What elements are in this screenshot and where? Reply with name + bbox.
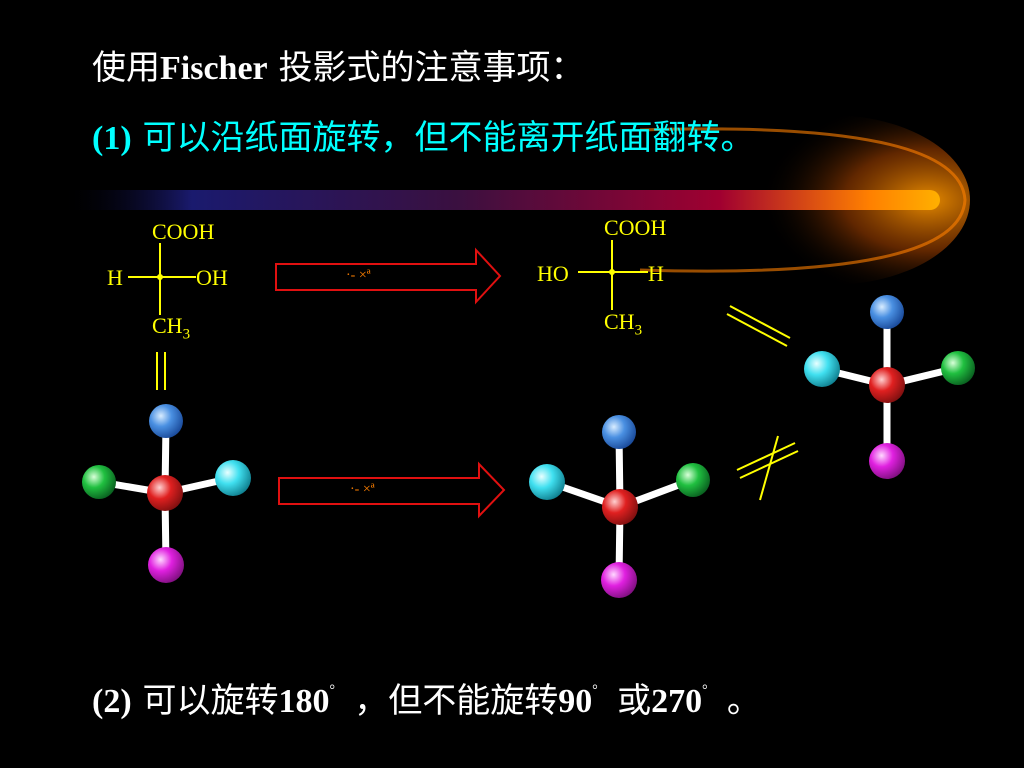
fischer-left-bottom-sub: 3 bbox=[182, 326, 191, 343]
fischer-left-center bbox=[157, 274, 163, 280]
atom-magenta bbox=[869, 443, 905, 479]
atom-blue bbox=[149, 404, 183, 438]
arrow-top-label: ·- ×ª bbox=[346, 268, 371, 283]
fischer-left-bottom-base: CH bbox=[152, 313, 183, 338]
arrow-bottom bbox=[278, 461, 506, 519]
title-suffix: 投影式的注意事项： bbox=[267, 48, 585, 88]
fischer-right-right: H bbox=[648, 261, 664, 286]
rule-2: (2) 可以旋转180。 ，但不能旋转90。 或270。 。 bbox=[92, 673, 761, 722]
not-equal-diagonal bbox=[736, 435, 799, 501]
fischer-right-left: HO bbox=[537, 261, 569, 286]
fischer-left-right: OH bbox=[196, 265, 228, 290]
title-fischer: Fischer bbox=[160, 50, 268, 87]
rule-2-text-c: 或 bbox=[606, 681, 652, 721]
comet-band bbox=[60, 190, 940, 210]
fischer-right-bottom: CH3 bbox=[604, 309, 642, 339]
atom-green bbox=[676, 463, 710, 497]
atom-green bbox=[941, 351, 975, 385]
fischer-right-top: COOH bbox=[604, 215, 667, 240]
atom-red-center bbox=[602, 489, 638, 525]
arrow-top bbox=[275, 247, 502, 305]
comet-ring bbox=[639, 127, 967, 273]
atom-red-center bbox=[869, 367, 905, 403]
atom-green bbox=[82, 465, 116, 499]
molecule-model-1 bbox=[82, 404, 251, 583]
fischer-right-bottom-sub: 3 bbox=[634, 322, 643, 339]
rule-2-text-a: 可以旋转 bbox=[131, 681, 279, 721]
atom-cyan bbox=[529, 464, 565, 500]
fischer-right-cross bbox=[578, 240, 648, 310]
rule-1-text: 可以沿纸面旋转，但不能离开纸面翻转。 bbox=[131, 118, 755, 158]
atom-cyan bbox=[804, 351, 840, 387]
fischer-right-bottom-base: CH bbox=[604, 309, 635, 334]
molecule-model-2 bbox=[529, 415, 710, 598]
rule-1-number: (1) bbox=[92, 120, 132, 157]
molecule-model-3 bbox=[804, 295, 975, 479]
rule-2-text-b: ，但不能旋转 bbox=[343, 681, 559, 721]
fischer-left-bottom: CH3 bbox=[152, 313, 190, 343]
rule-2-text-d: 。 bbox=[716, 681, 761, 721]
atom-red-center bbox=[147, 475, 183, 511]
fischer-left-top: COOH bbox=[152, 219, 215, 244]
equals-diagonal bbox=[726, 305, 791, 347]
equals-vertical bbox=[156, 352, 166, 390]
fischer-right-center bbox=[609, 269, 615, 275]
degree-mark: 。 bbox=[592, 676, 607, 692]
arrow-bottom-label: ·- ×ª bbox=[350, 482, 375, 497]
rule-2-180: 180 bbox=[278, 683, 330, 720]
degree-mark: 。 bbox=[329, 676, 344, 692]
rule-2-number: (2) bbox=[92, 683, 132, 720]
slide-title: 使用Fischer 投影式的注意事项： bbox=[92, 40, 584, 89]
fischer-left-left: H bbox=[107, 265, 123, 290]
atom-blue bbox=[870, 295, 904, 329]
rule-2-90: 90 bbox=[558, 683, 593, 720]
atom-cyan bbox=[215, 460, 251, 496]
atom-magenta bbox=[601, 562, 637, 598]
degree-mark: 。 bbox=[702, 676, 717, 692]
rule-1: (1) 可以沿纸面旋转，但不能离开纸面翻转。 bbox=[92, 110, 754, 159]
atom-blue bbox=[602, 415, 636, 449]
atom-magenta bbox=[148, 547, 184, 583]
rule-2-270: 270 bbox=[651, 683, 703, 720]
title-prefix: 使用 bbox=[92, 48, 160, 88]
